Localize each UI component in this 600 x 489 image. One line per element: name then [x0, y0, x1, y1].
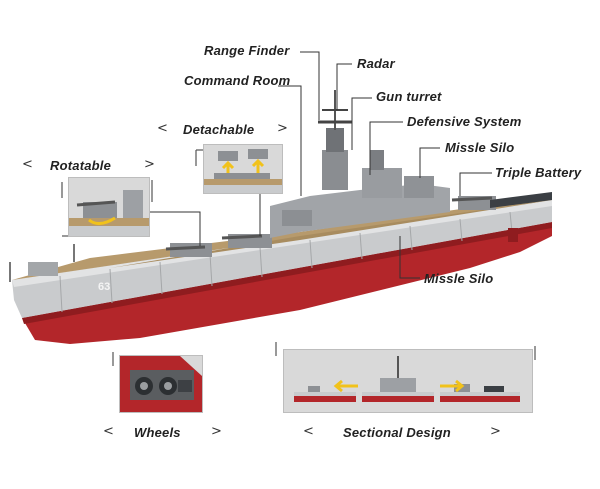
- chevron-left-icon: <: [103, 424, 114, 439]
- chevron-right-icon: >: [277, 121, 288, 136]
- radar-label: Radar: [357, 56, 395, 71]
- hull-number: 63: [98, 281, 110, 293]
- detachable-label: Detachable: [183, 122, 255, 137]
- sectional-design-inset: [283, 349, 533, 413]
- wheels-label: Wheels: [134, 425, 181, 440]
- missle-silo-bottom-label: Missle Silo: [424, 271, 494, 286]
- missle-silo-top-label: Missle Silo: [445, 140, 515, 155]
- triple-battery-label: Triple Battery: [495, 165, 582, 180]
- chevron-left-icon: <: [157, 121, 168, 136]
- chevron-left-icon: <: [303, 424, 314, 439]
- command-room-label: Command Room: [184, 73, 291, 88]
- chevron-right-icon: >: [144, 157, 155, 172]
- rotatable-label: Rotatable: [50, 158, 112, 173]
- gun-turret-label: Gun turret: [376, 89, 442, 104]
- detachable-inset: [203, 144, 283, 194]
- rotatable-inset: [68, 177, 150, 237]
- range-finder-label: Range Finder: [204, 43, 290, 58]
- sectional-design-label: Sectional Design: [343, 425, 451, 440]
- defensive-system-label: Defensive System: [407, 114, 522, 129]
- chevron-right-icon: >: [211, 424, 222, 439]
- chevron-left-icon: <: [22, 157, 33, 172]
- wheels-inset: [119, 355, 203, 413]
- chevron-right-icon: >: [490, 424, 501, 439]
